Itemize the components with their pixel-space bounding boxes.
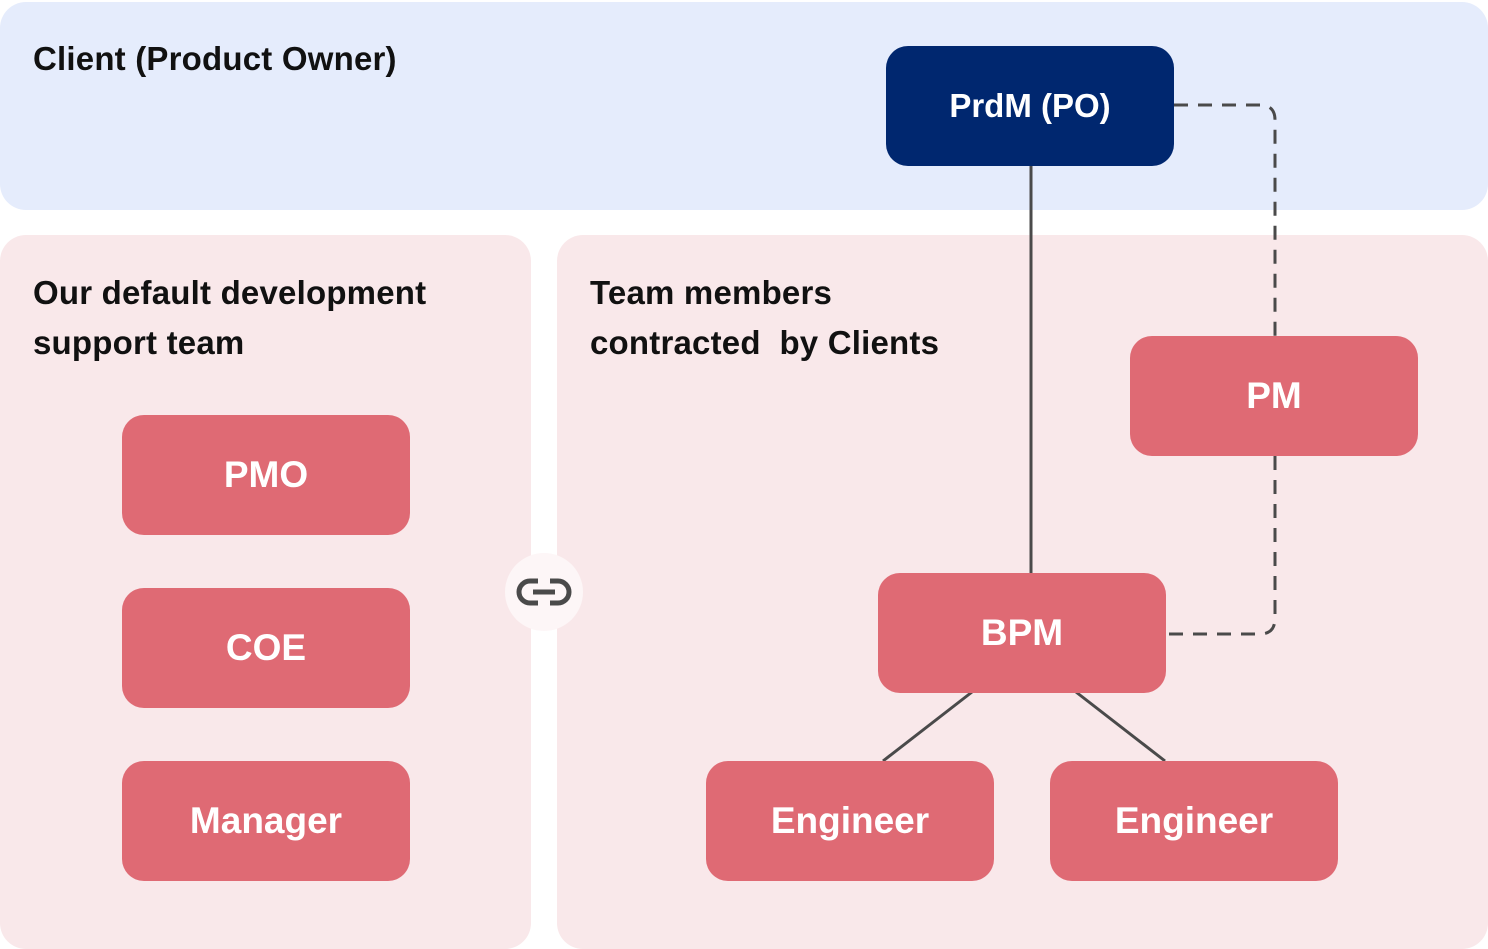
default-team-title-line1: Our default development bbox=[33, 274, 427, 311]
node-coe-label: COE bbox=[225, 627, 307, 668]
node-prdm: PrdM (PO) bbox=[886, 46, 1174, 166]
node-bpm: BPM bbox=[878, 573, 1166, 693]
node-engineer-left: Engineer bbox=[706, 761, 994, 881]
node-engineer-right: Engineer bbox=[1050, 761, 1338, 881]
node-pm-label: PM bbox=[1246, 375, 1302, 416]
line-bpm-engineer-right bbox=[1075, 690, 1166, 763]
node-bpm-label: BPM bbox=[980, 612, 1064, 653]
node-engineer-left-label: Engineer bbox=[770, 800, 930, 841]
client-panel bbox=[0, 2, 1488, 210]
default-team-title-line2: support team bbox=[33, 324, 245, 361]
line-bpm-engineer-left bbox=[882, 690, 973, 763]
node-pmo: PMO bbox=[122, 415, 410, 535]
contracted-team-title-line1: Team members bbox=[590, 274, 833, 311]
node-pm: PM bbox=[1130, 336, 1418, 456]
node-manager: Manager bbox=[122, 761, 410, 881]
dashed-line-prdm-pm bbox=[1174, 103, 1277, 336]
dashed-line-pm-bpm bbox=[1166, 456, 1277, 636]
link-badge bbox=[505, 553, 583, 631]
client-panel-title: Client (Product Owner) bbox=[33, 40, 397, 77]
link-icon bbox=[516, 578, 572, 606]
node-manager-label: Manager bbox=[189, 800, 343, 841]
node-engineer-right-label: Engineer bbox=[1114, 800, 1274, 841]
contracted-team-title-line2: contracted by Clients bbox=[590, 324, 940, 361]
node-pmo-label: PMO bbox=[223, 454, 309, 495]
node-prdm-label: PrdM (PO) bbox=[949, 87, 1111, 124]
node-coe: COE bbox=[122, 588, 410, 708]
